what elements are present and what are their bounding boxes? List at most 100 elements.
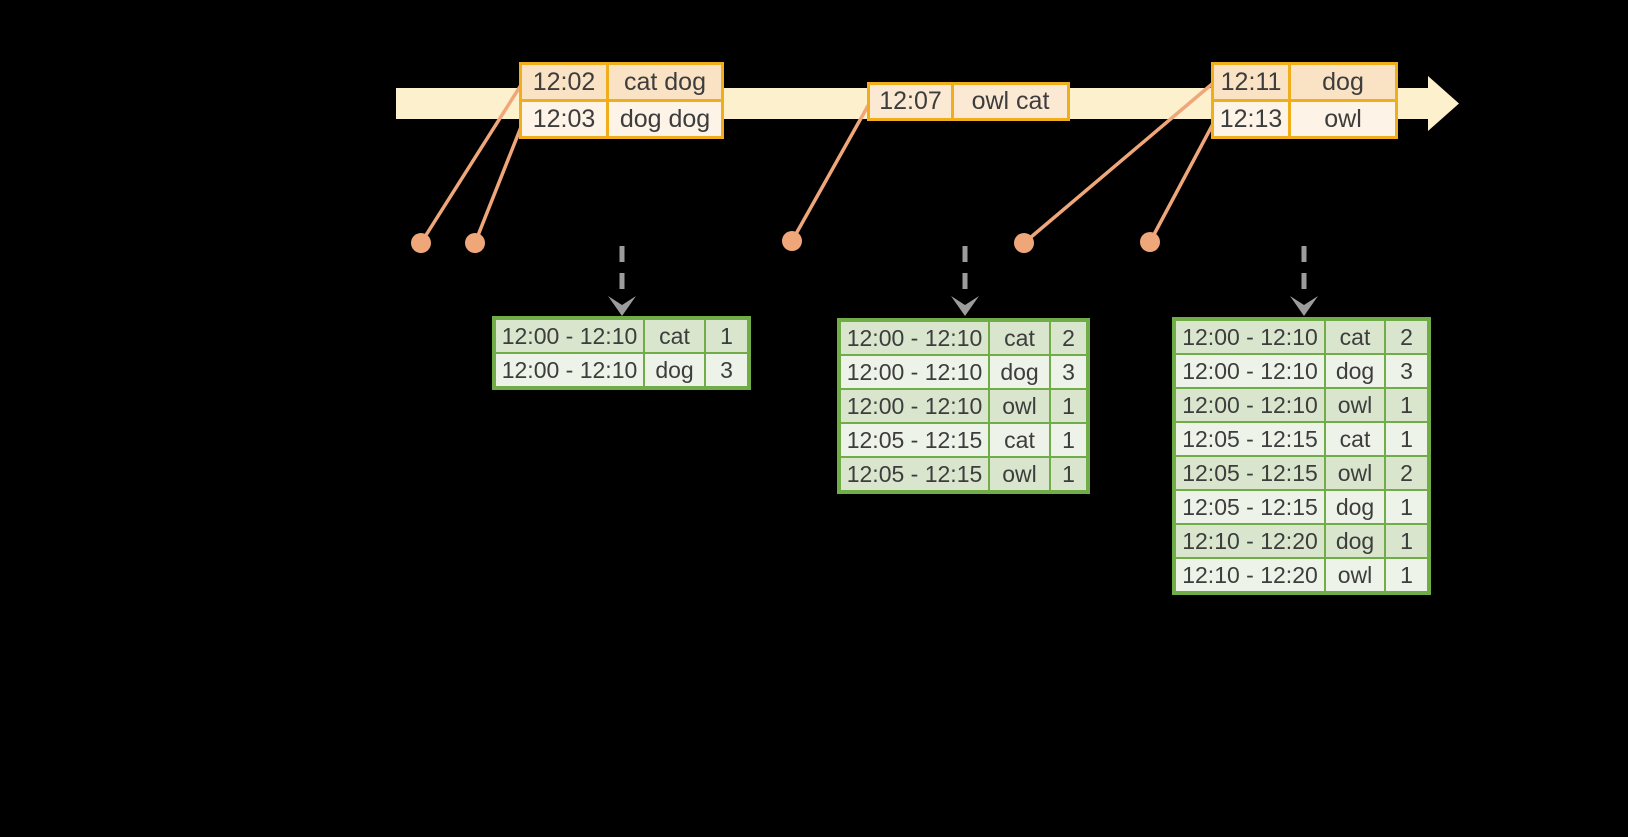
result-row: 12:10 - 12:20 owl 1 bbox=[1173, 557, 1430, 594]
result-count-cell: 3 bbox=[1049, 354, 1089, 390]
event-row: 12:11 dog bbox=[1211, 62, 1398, 102]
event-time-cell: 12:11 bbox=[1211, 62, 1291, 102]
result-row: 12:00 - 12:10 owl 1 bbox=[1173, 387, 1430, 423]
event-table-1: 12:02 cat dog 12:03 dog dog bbox=[519, 62, 724, 139]
result-row: 12:00 - 12:10 dog 3 bbox=[1173, 353, 1430, 389]
event-words-cell: cat dog bbox=[606, 62, 724, 102]
result-window-cell: 12:00 - 12:10 bbox=[838, 388, 990, 424]
event-words-cell: dog bbox=[1288, 62, 1398, 102]
result-word-cell: owl bbox=[988, 456, 1051, 493]
result-row: 12:00 - 12:10 dog 3 bbox=[493, 352, 750, 389]
result-word-cell: dog bbox=[1324, 489, 1386, 525]
result-table-2: 12:00 - 12:10 cat 2 12:00 - 12:10 dog 3 … bbox=[837, 318, 1090, 494]
result-word-cell: dog bbox=[643, 352, 706, 389]
trigger-arrow-head bbox=[608, 296, 636, 316]
result-window-cell: 12:05 - 12:15 bbox=[1173, 455, 1326, 491]
event-dot-icon bbox=[411, 233, 431, 253]
event-connector-line bbox=[419, 84, 523, 244]
event-dot-icon bbox=[1014, 233, 1034, 253]
result-count-cell: 3 bbox=[1384, 353, 1430, 389]
result-row: 12:00 - 12:10 cat 2 bbox=[1173, 318, 1430, 355]
result-word-cell: cat bbox=[1324, 318, 1386, 355]
result-row: 12:00 - 12:10 owl 1 bbox=[838, 388, 1089, 424]
result-word-cell: cat bbox=[1324, 421, 1386, 457]
result-table-1-body: 12:00 - 12:10 cat 1 12:00 - 12:10 dog 3 bbox=[493, 317, 750, 389]
event-connector-line bbox=[1022, 82, 1214, 245]
event-row: 12:13 owl bbox=[1211, 99, 1398, 139]
result-window-cell: 12:10 - 12:20 bbox=[1173, 557, 1326, 594]
result-table-3: 12:00 - 12:10 cat 2 12:00 - 12:10 dog 3 … bbox=[1172, 317, 1431, 595]
result-window-cell: 12:00 - 12:10 bbox=[838, 319, 990, 356]
result-count-cell: 1 bbox=[1049, 422, 1089, 458]
result-count-cell: 2 bbox=[1384, 455, 1430, 491]
event-time-cell: 12:13 bbox=[1211, 99, 1291, 139]
result-window-cell: 12:05 - 12:15 bbox=[1173, 421, 1326, 457]
result-table-3-body: 12:00 - 12:10 cat 2 12:00 - 12:10 dog 3 … bbox=[1173, 318, 1430, 594]
result-word-cell: cat bbox=[643, 317, 706, 354]
event-row: 12:03 dog dog bbox=[519, 99, 724, 139]
trigger-arrow-icon bbox=[1290, 246, 1318, 316]
result-window-cell: 12:10 - 12:20 bbox=[1173, 523, 1326, 559]
event-dot-icon bbox=[1140, 232, 1160, 252]
result-count-cell: 2 bbox=[1049, 319, 1089, 356]
result-row: 12:10 - 12:20 dog 1 bbox=[1173, 523, 1430, 559]
result-word-cell: cat bbox=[988, 422, 1051, 458]
result-count-cell: 1 bbox=[1384, 421, 1430, 457]
result-window-cell: 12:00 - 12:10 bbox=[1173, 318, 1326, 355]
result-row: 12:05 - 12:15 owl 2 bbox=[1173, 455, 1430, 491]
result-count-cell: 1 bbox=[1384, 557, 1430, 594]
result-row: 12:00 - 12:10 cat 2 bbox=[838, 319, 1089, 356]
result-window-cell: 12:00 - 12:10 bbox=[1173, 387, 1326, 423]
result-word-cell: owl bbox=[988, 388, 1051, 424]
result-count-cell: 1 bbox=[1384, 387, 1430, 423]
result-row: 12:00 - 12:10 dog 3 bbox=[838, 354, 1089, 390]
trigger-arrow-icon bbox=[608, 246, 636, 316]
event-time-cell: 12:03 bbox=[519, 99, 609, 139]
event-table-3-body: 12:11 dog 12:13 owl bbox=[1211, 62, 1398, 139]
result-row: 12:05 - 12:15 cat 1 bbox=[838, 422, 1089, 458]
result-count-cell: 1 bbox=[704, 317, 750, 354]
event-time-cell: 12:07 bbox=[867, 82, 954, 121]
result-word-cell: owl bbox=[1324, 557, 1386, 594]
event-row: 12:02 cat dog bbox=[519, 62, 724, 102]
trigger-arrow-icon bbox=[951, 246, 979, 316]
event-table-2-body: 12:07 owl cat bbox=[867, 82, 1070, 121]
result-word-cell: owl bbox=[1324, 455, 1386, 491]
result-table-1: 12:00 - 12:10 cat 1 12:00 - 12:10 dog 3 bbox=[492, 316, 751, 390]
trigger-arrow-head bbox=[1290, 296, 1318, 316]
result-row: 12:05 - 12:15 owl 1 bbox=[838, 456, 1089, 493]
event-table-2: 12:07 owl cat bbox=[867, 82, 1070, 121]
event-words-cell: dog dog bbox=[606, 99, 724, 139]
result-count-cell: 1 bbox=[1384, 523, 1430, 559]
event-time-cell: 12:02 bbox=[519, 62, 609, 102]
result-word-cell: dog bbox=[1324, 353, 1386, 389]
result-window-cell: 12:05 - 12:15 bbox=[838, 422, 990, 458]
result-window-cell: 12:00 - 12:10 bbox=[1173, 353, 1326, 389]
result-count-cell: 1 bbox=[1049, 456, 1089, 493]
event-words-cell: owl bbox=[1288, 99, 1398, 139]
result-table-2-body: 12:00 - 12:10 cat 2 12:00 - 12:10 dog 3 … bbox=[838, 319, 1089, 493]
result-window-cell: 12:05 - 12:15 bbox=[838, 456, 990, 493]
result-window-cell: 12:00 - 12:10 bbox=[493, 317, 645, 354]
event-connector-line bbox=[790, 103, 871, 242]
event-table-1-body: 12:02 cat dog 12:03 dog dog bbox=[519, 62, 724, 139]
event-dot-icon bbox=[782, 231, 802, 251]
trigger-arrow-head bbox=[951, 296, 979, 316]
result-word-cell: owl bbox=[1324, 387, 1386, 423]
result-row: 12:00 - 12:10 cat 1 bbox=[493, 317, 750, 354]
result-count-cell: 2 bbox=[1384, 318, 1430, 355]
result-row: 12:05 - 12:15 cat 1 bbox=[1173, 421, 1430, 457]
event-row: 12:07 owl cat bbox=[867, 82, 1070, 121]
event-words-cell: owl cat bbox=[951, 82, 1070, 121]
event-connector-line bbox=[1148, 121, 1216, 243]
result-count-cell: 1 bbox=[1049, 388, 1089, 424]
result-word-cell: cat bbox=[988, 319, 1051, 356]
result-row: 12:05 - 12:15 dog 1 bbox=[1173, 489, 1430, 525]
result-count-cell: 3 bbox=[704, 352, 750, 389]
event-dot-icon bbox=[465, 233, 485, 253]
event-table-3: 12:11 dog 12:13 owl bbox=[1211, 62, 1398, 139]
result-count-cell: 1 bbox=[1384, 489, 1430, 525]
event-connector-line bbox=[473, 121, 525, 244]
result-window-cell: 12:00 - 12:10 bbox=[838, 354, 990, 390]
result-window-cell: 12:05 - 12:15 bbox=[1173, 489, 1326, 525]
